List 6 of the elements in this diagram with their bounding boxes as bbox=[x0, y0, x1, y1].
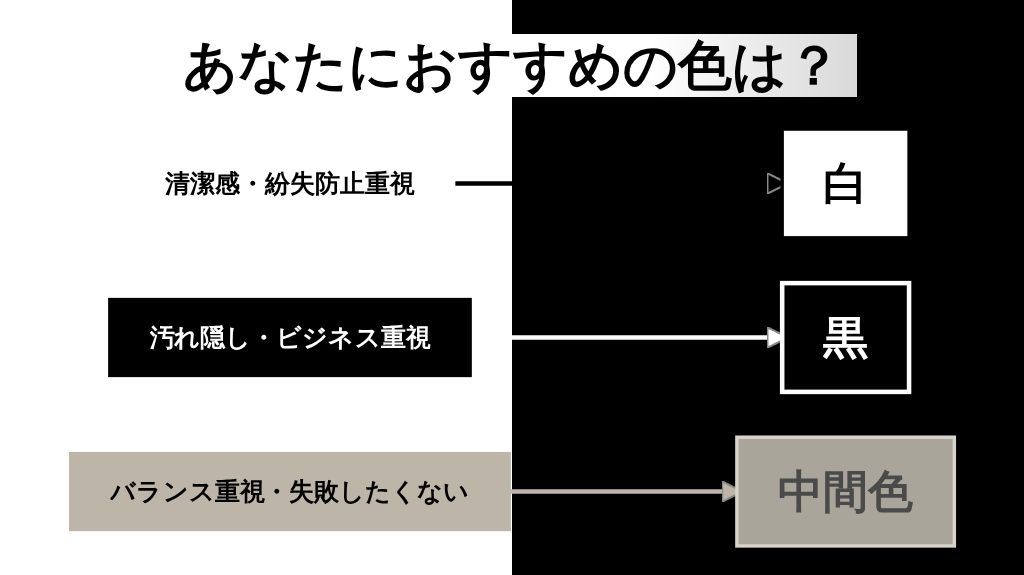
node-box: 中間色 bbox=[735, 435, 957, 548]
node-text: 清潔感・紛失防止重視 bbox=[165, 169, 415, 198]
node-box: 汚れ隠し・ビジネス重視 bbox=[108, 297, 472, 378]
node-box: 白 bbox=[780, 127, 911, 240]
node-box: バランス重視・失敗したくない bbox=[69, 451, 511, 532]
node-box: 黒 bbox=[779, 280, 912, 395]
